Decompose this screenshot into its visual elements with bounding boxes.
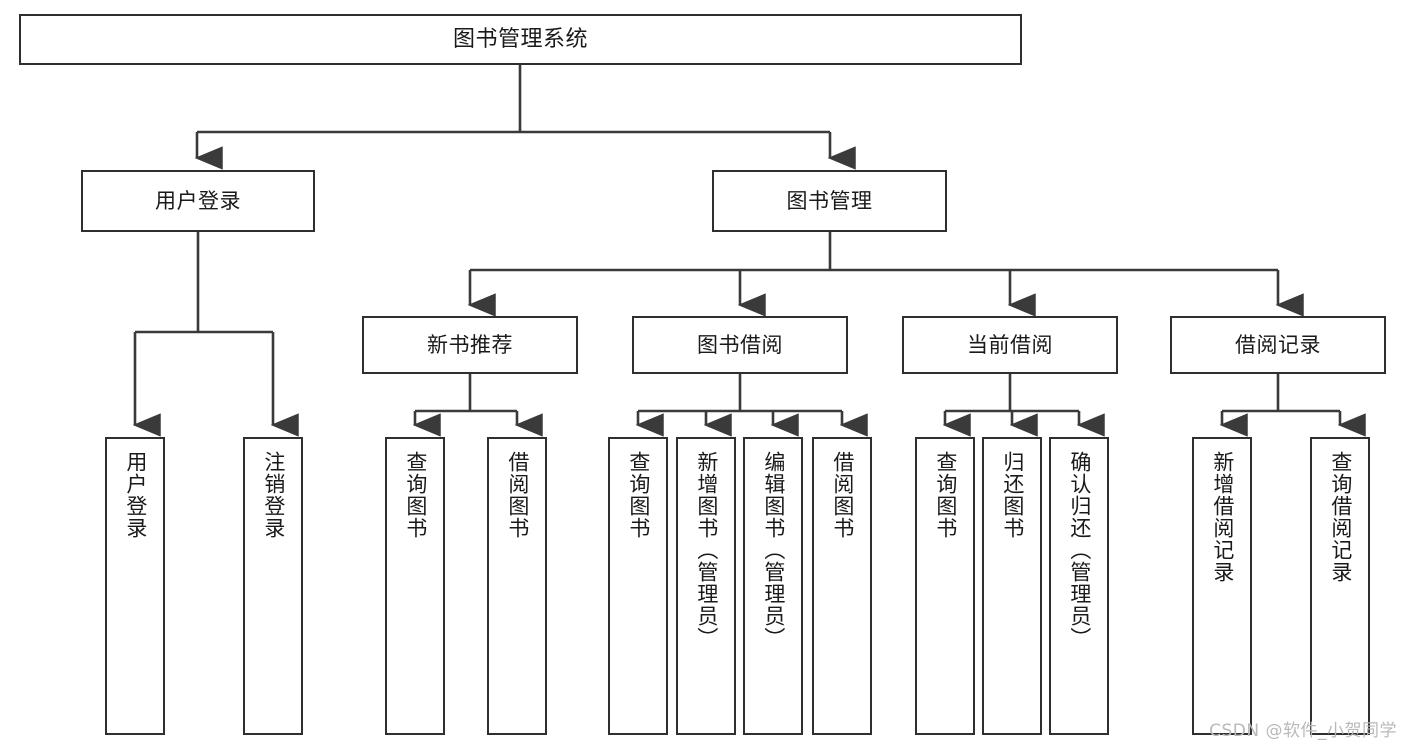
leaf-confirm-return-admin[interactable]: 确认归还（管理员） <box>1049 437 1109 735</box>
leaf-borrow-books-label: 借阅图书 <box>830 451 855 539</box>
node-new-book-recommendation[interactable]: 新书推荐 <box>362 316 578 374</box>
leaf-logout-label: 注销登录 <box>261 451 286 539</box>
node-user-login-label: 用户登录 <box>155 188 241 213</box>
leaf-query-books-rec[interactable]: 查询图书 <box>385 437 445 735</box>
node-root-label: 图书管理系统 <box>452 26 588 52</box>
node-current-borrow-label: 当前借阅 <box>967 332 1053 357</box>
leaf-edit-book-admin[interactable]: 编辑图书（管理员） <box>743 437 803 735</box>
leaf-return-books[interactable]: 归还图书 <box>982 437 1042 735</box>
leaf-query-books-current-label: 查询图书 <box>933 451 958 539</box>
node-new-book-recommendation-label: 新书推荐 <box>427 332 513 357</box>
node-book-borrow[interactable]: 图书借阅 <box>632 316 848 374</box>
leaf-borrow-books-rec[interactable]: 借阅图书 <box>487 437 547 735</box>
leaf-return-books-label: 归还图书 <box>1000 451 1025 539</box>
leaf-user-login-label: 用户登录 <box>123 451 148 539</box>
leaf-query-borrow-record[interactable]: 查询借阅记录 <box>1310 437 1370 735</box>
leaf-confirm-return-admin-label: 确认归还（管理员） <box>1067 451 1092 649</box>
leaf-add-borrow-record[interactable]: 新增借阅记录 <box>1192 437 1252 735</box>
leaf-query-books-borrow[interactable]: 查询图书 <box>608 437 668 735</box>
leaf-query-books-rec-label: 查询图书 <box>403 451 428 539</box>
node-book-management-label: 图书管理 <box>786 188 873 213</box>
leaf-edit-book-admin-label: 编辑图书（管理员） <box>761 451 786 649</box>
node-borrow-records[interactable]: 借阅记录 <box>1170 316 1386 374</box>
node-root[interactable]: 图书管理系统 <box>19 14 1022 65</box>
leaf-borrow-books[interactable]: 借阅图书 <box>812 437 872 735</box>
leaf-logout[interactable]: 注销登录 <box>243 437 303 735</box>
leaf-add-book-admin-label: 新增图书（管理员） <box>694 451 719 649</box>
leaf-user-login[interactable]: 用户登录 <box>105 437 165 735</box>
leaf-add-borrow-record-label: 新增借阅记录 <box>1210 451 1235 583</box>
leaf-borrow-books-rec-label: 借阅图书 <box>505 451 530 539</box>
node-book-management[interactable]: 图书管理 <box>712 170 947 232</box>
leaf-add-book-admin[interactable]: 新增图书（管理员） <box>676 437 736 735</box>
leaf-query-books-current[interactable]: 查询图书 <box>915 437 975 735</box>
leaf-query-borrow-record-label: 查询借阅记录 <box>1328 451 1353 583</box>
leaf-query-books-borrow-label: 查询图书 <box>626 451 651 539</box>
node-current-borrow[interactable]: 当前借阅 <box>902 316 1118 374</box>
node-borrow-records-label: 借阅记录 <box>1235 332 1321 357</box>
node-book-borrow-label: 图书借阅 <box>697 332 783 357</box>
node-user-login[interactable]: 用户登录 <box>81 170 315 232</box>
